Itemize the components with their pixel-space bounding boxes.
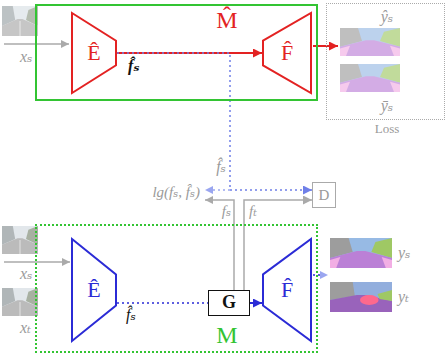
feature-label: fₜ bbox=[249, 203, 257, 220]
feature-label: f̂ₛ bbox=[128, 57, 140, 75]
output-images bbox=[330, 238, 392, 312]
feature-arrow bbox=[205, 200, 234, 290]
node-text: G bbox=[222, 293, 236, 313]
trapezoid-outline bbox=[72, 13, 116, 93]
output-arrow bbox=[313, 274, 328, 276]
node-text: F̂ bbox=[281, 41, 293, 65]
input-label: xₛ bbox=[20, 265, 33, 283]
trapezoid-outline bbox=[263, 13, 311, 93]
trapezoid-outline bbox=[263, 239, 311, 341]
node-text: F̂ bbox=[281, 278, 293, 302]
node-text: ȳₛ bbox=[381, 97, 394, 115]
discriminator-box: D bbox=[312, 182, 336, 208]
node-text: D bbox=[319, 187, 330, 204]
connector-arrow bbox=[250, 302, 262, 304]
node-text: Loss bbox=[375, 122, 400, 136]
node-text: Ê bbox=[87, 278, 100, 302]
decoder-trapezoid: F̂ bbox=[262, 238, 312, 342]
input-label: xₛ bbox=[20, 48, 33, 66]
model-frame: Ê F̂ M̂ bbox=[35, 4, 318, 101]
node-text: M bbox=[216, 322, 237, 348]
feature-arrow bbox=[205, 189, 230, 191]
source-image bbox=[2, 6, 38, 36]
trapezoid-outline bbox=[72, 239, 116, 341]
loss-term: lg(fₛ, f̂ₛ) bbox=[152, 184, 200, 201]
connector-arrow bbox=[117, 302, 208, 304]
decoder-trapezoid: F̂ bbox=[262, 12, 312, 94]
loss-frame: ŷₛȳₛLoss bbox=[326, 3, 445, 120]
node-text: Ê bbox=[87, 41, 100, 65]
feature-label: f̂ₛ bbox=[126, 306, 136, 324]
encoder-trapezoid: Ê bbox=[71, 12, 117, 94]
feature-label: f̂ₛ bbox=[216, 158, 226, 176]
node-text: M̂ bbox=[216, 7, 237, 33]
input-images bbox=[2, 226, 38, 316]
feature-label: fₛ bbox=[222, 203, 231, 220]
generator-box: G bbox=[208, 290, 250, 316]
input-label: xₜ bbox=[20, 319, 31, 337]
model-frame: Ê G F̂ M bbox=[35, 224, 318, 353]
encoder-trapezoid: Ê bbox=[71, 238, 117, 342]
output-label: yₜ bbox=[398, 288, 409, 306]
output-label: yₛ bbox=[398, 244, 411, 262]
input-arrow bbox=[4, 261, 70, 263]
node-text: ŷₛ bbox=[381, 8, 394, 26]
prediction-images bbox=[340, 28, 400, 92]
